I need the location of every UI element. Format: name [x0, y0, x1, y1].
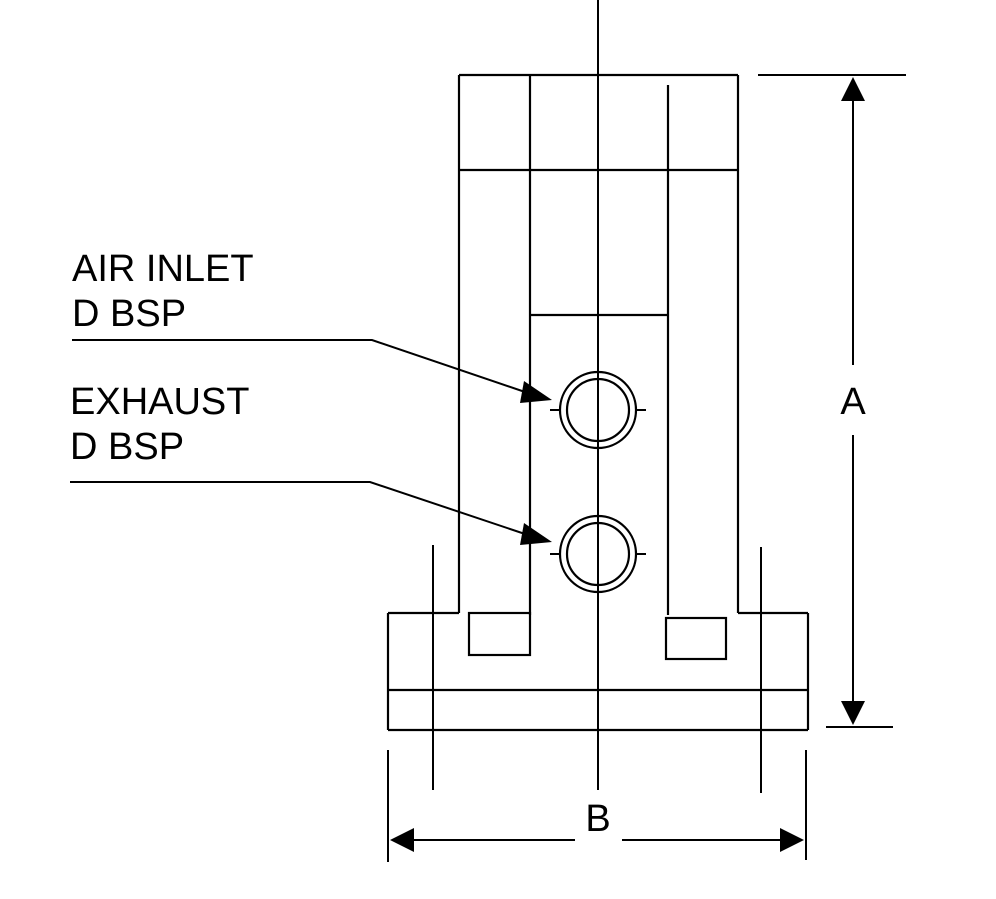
air-inlet-port	[550, 370, 646, 450]
upper-body	[457, 73, 740, 615]
exhaust-label: EXHAUST	[70, 381, 249, 423]
air-inlet-size-label: D BSP	[72, 293, 186, 335]
exhaust-leader	[70, 481, 552, 545]
exhaust-size-label: D BSP	[70, 426, 184, 468]
air-inlet-label: AIR INLET	[72, 248, 254, 290]
dimension-b: B	[387, 750, 807, 862]
exhaust-port	[550, 514, 646, 594]
air-inlet-leader	[72, 339, 552, 403]
dimension-b-label: B	[585, 798, 610, 840]
base	[386, 545, 810, 793]
dimension-a: A	[758, 74, 906, 728]
dimension-a-label: A	[840, 381, 866, 423]
